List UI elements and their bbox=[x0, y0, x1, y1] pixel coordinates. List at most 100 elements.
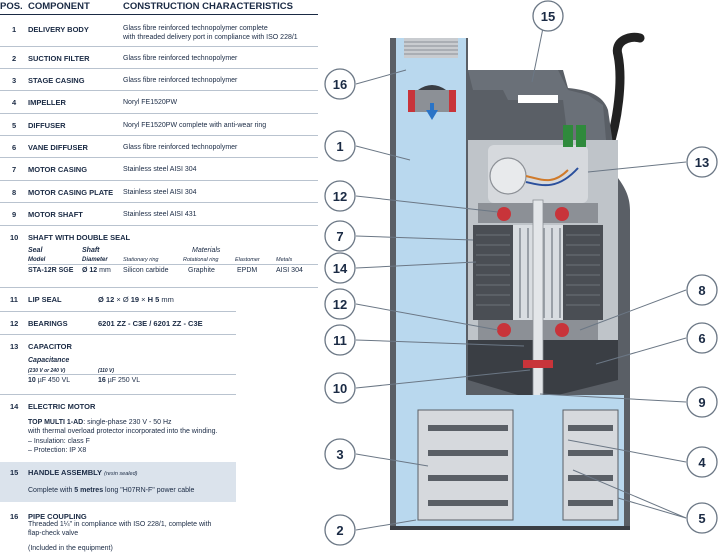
callout-6: 6 bbox=[686, 322, 718, 354]
row-desc: Stainless steel AISI 431 bbox=[123, 211, 197, 218]
upper-bearing-right bbox=[555, 207, 569, 221]
row-pos: 8 bbox=[12, 188, 17, 197]
seal-header: Seal bbox=[28, 247, 43, 254]
callout-1: 1 bbox=[324, 130, 356, 162]
seal-metals-value: AISI 304 bbox=[276, 267, 303, 274]
row-component: SUCTION FILTER bbox=[28, 54, 90, 63]
materials-header: Materials bbox=[192, 247, 221, 254]
row-separator bbox=[0, 46, 318, 47]
seal-subrule bbox=[28, 264, 318, 265]
svg-text:6: 6 bbox=[698, 331, 705, 346]
row-separator bbox=[0, 394, 236, 395]
stator-laminations-right bbox=[566, 234, 600, 306]
row-desc: Glass fibre reinforced technopolymer bbox=[123, 55, 238, 62]
header-pos: POS. bbox=[0, 1, 23, 12]
capacitance-header: Capacitance bbox=[28, 357, 70, 364]
row-pos: 5 bbox=[12, 121, 17, 130]
handle-row-background bbox=[0, 462, 236, 502]
row-separator bbox=[0, 90, 318, 91]
motor-protection: – Protection: IP X8 bbox=[28, 447, 87, 454]
callout-3: 3 bbox=[324, 438, 356, 470]
leader-lines bbox=[355, 27, 687, 531]
callout-16: 16 bbox=[324, 68, 356, 100]
row-desc: Noryl FE1520PW complete with anti-wear r… bbox=[123, 122, 267, 129]
row-desc: Stainless steel AISI 304 bbox=[123, 166, 197, 173]
row-separator bbox=[0, 311, 236, 312]
row-pos: 6 bbox=[12, 143, 17, 152]
valve-seal-right bbox=[449, 90, 456, 112]
header-rule bbox=[0, 14, 318, 15]
svg-text:13: 13 bbox=[695, 155, 709, 170]
row-separator bbox=[0, 180, 318, 181]
capacitor-voltage-header-1: (230 V or 240 V) bbox=[28, 368, 66, 374]
lower-bearing-right bbox=[555, 323, 569, 337]
callout-10: 10 bbox=[324, 372, 356, 404]
terminal-block-1 bbox=[563, 125, 573, 147]
capacitor-voltage-header-2: (110 V) bbox=[98, 368, 115, 374]
row-component: VANE DIFFUSER bbox=[28, 143, 88, 152]
coupling-line-1: Threaded 1¼" in compliance with ISO 228/… bbox=[28, 521, 212, 528]
row-component: MOTOR CASING bbox=[28, 165, 88, 174]
row-pos: 2 bbox=[12, 54, 17, 63]
pipe-coupling-thread bbox=[404, 38, 458, 58]
row-separator bbox=[0, 202, 318, 203]
impellers bbox=[428, 425, 613, 506]
double-seal bbox=[523, 360, 553, 368]
seal-model-value: STA-12R SGE bbox=[28, 267, 74, 274]
seal-diameter-value: Ø 12 mm bbox=[82, 267, 111, 274]
callout-14: 14 bbox=[324, 252, 356, 284]
row-component: STAGE CASING bbox=[28, 76, 85, 85]
row-separator bbox=[0, 68, 318, 69]
svg-text:7: 7 bbox=[336, 229, 343, 244]
callout-2: 2 bbox=[324, 514, 356, 546]
row-component: CAPACITOR bbox=[28, 342, 72, 351]
callout-13: 13 bbox=[686, 146, 718, 178]
row-separator bbox=[0, 287, 318, 288]
row-pos: 12 bbox=[10, 319, 19, 328]
lower-bearing-left bbox=[497, 323, 511, 337]
row-pos: 15 bbox=[10, 468, 19, 477]
motor-insulation: – Insulation: class F bbox=[28, 438, 90, 445]
svg-text:3: 3 bbox=[336, 447, 343, 462]
seal-elastomer-value: EPDM bbox=[237, 267, 258, 274]
svg-text:1: 1 bbox=[336, 139, 343, 154]
svg-text:5: 5 bbox=[698, 511, 705, 526]
row-desc: Glass fibre reinforced technopolymer com… bbox=[123, 25, 268, 32]
row-separator bbox=[0, 135, 318, 136]
row-separator bbox=[0, 157, 318, 158]
handle-title: HANDLE ASSEMBLY (resin sealed) bbox=[28, 468, 138, 477]
stationary-header: Stationary ring bbox=[123, 257, 159, 263]
handle-assembly bbox=[468, 70, 606, 140]
row-pos: 10 bbox=[10, 233, 19, 242]
suction-filter bbox=[390, 526, 630, 530]
svg-text:8: 8 bbox=[698, 283, 705, 298]
pipe-thread-lines bbox=[404, 41, 458, 55]
row-component: SHAFT WITH DOUBLE SEAL bbox=[28, 233, 131, 242]
row-component: DIFFUSER bbox=[28, 121, 66, 130]
row-component: ELECTRIC MOTOR bbox=[28, 402, 96, 411]
stator-left bbox=[473, 225, 513, 320]
row-component: PIPE COUPLING bbox=[28, 512, 87, 521]
row-component: BEARINGS bbox=[28, 319, 68, 328]
check-valve bbox=[408, 90, 456, 112]
row-separator bbox=[0, 334, 236, 335]
callout-5: 5 bbox=[686, 502, 718, 534]
capacitor-value-1: 10 µF 450 VL bbox=[28, 377, 71, 384]
svg-text:4: 4 bbox=[698, 455, 706, 470]
callout-12-lower: 12 bbox=[324, 288, 356, 320]
callout-8: 8 bbox=[686, 274, 718, 306]
handle-desc: Complete with 5 metres long "H07RN-F" po… bbox=[28, 487, 195, 494]
coupling-line-2: flap-check valve bbox=[28, 530, 79, 537]
row-component: LIP SEAL bbox=[28, 295, 62, 304]
motor-line-1: TOP MULTI 1-AD: single-phase 230 V - 50 … bbox=[28, 419, 172, 426]
model-header: Model bbox=[28, 257, 46, 263]
seal-rotational-value: Graphite bbox=[188, 267, 215, 274]
pump-cross-section: 15 16 1 13 12 7 14 12 11 8 6 10 9 3 4 5 … bbox=[324, 0, 718, 546]
row-pos: 13 bbox=[10, 342, 19, 351]
svg-text:2: 2 bbox=[336, 523, 343, 538]
lip-seal-dimensions: Ø 12 × Ø 19 × H 5 mm bbox=[98, 295, 174, 304]
handle-grip bbox=[518, 95, 558, 103]
wire-blue bbox=[525, 167, 579, 187]
svg-text:11: 11 bbox=[333, 333, 347, 348]
terminal-block-2 bbox=[576, 125, 586, 147]
